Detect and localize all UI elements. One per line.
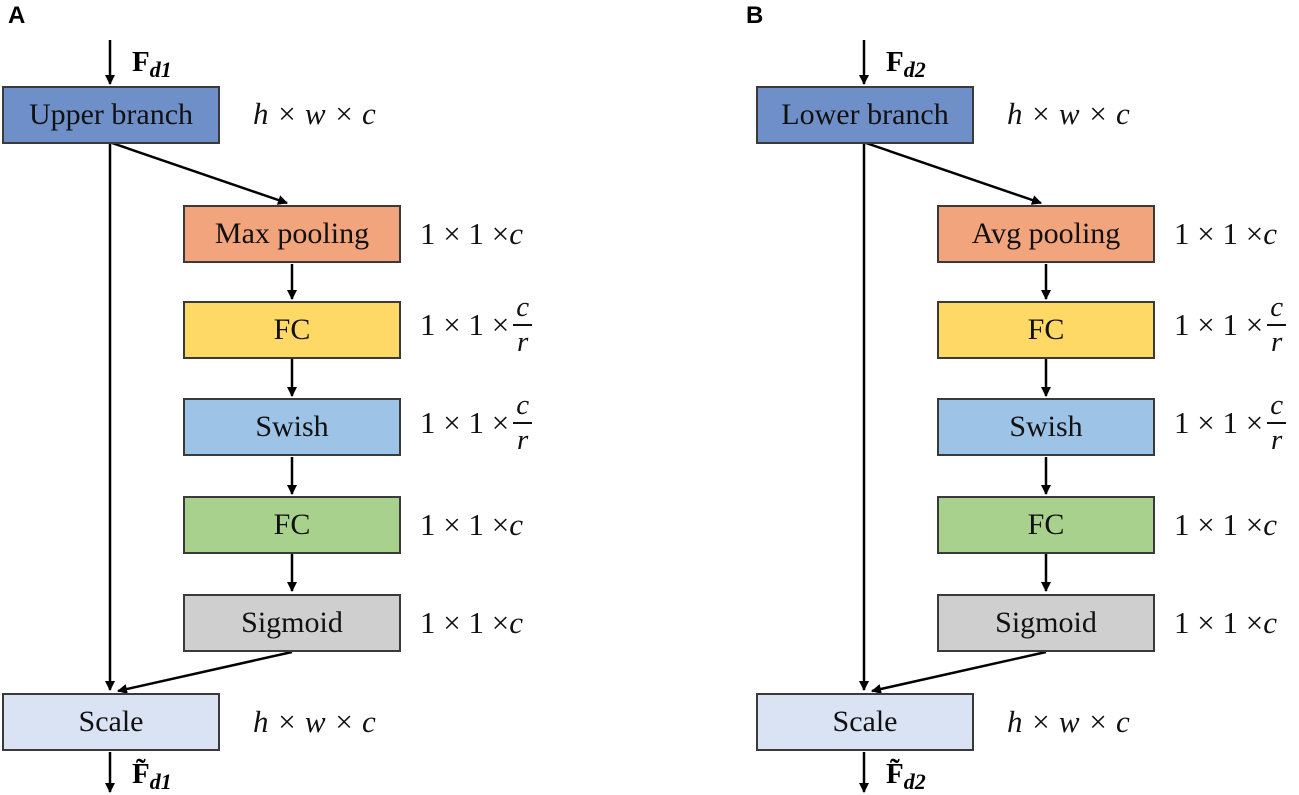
sigmoid-dim: 1 × 1 × c <box>420 605 523 640</box>
sigmoid-label: Sigmoid <box>241 606 343 639</box>
fc-box-2: FC <box>937 496 1155 554</box>
output-signal-main: F̃ <box>132 758 150 790</box>
panel-label: B <box>746 2 764 29</box>
scale-label: Scale <box>78 705 144 738</box>
output-signal-label: F̃d2 <box>886 758 926 795</box>
panel-label: A <box>8 2 26 29</box>
swish-label: Swish <box>255 410 329 443</box>
lower-branch-dim: h × w × c <box>1007 96 1130 131</box>
fc-label-2: FC <box>1027 508 1065 541</box>
sigmoid-box: Sigmoid <box>937 594 1155 652</box>
sigmoid-box: Sigmoid <box>183 594 401 652</box>
fc-label-1: FC <box>1027 313 1065 346</box>
branch-arrow <box>111 141 288 205</box>
scale-label: Scale <box>832 705 898 738</box>
fc-2-dim: 1 × 1 × c <box>420 507 523 542</box>
connector-layer <box>859 40 1051 793</box>
input-signal-label: Fd1 <box>132 46 172 83</box>
output-signal-label: F̃d1 <box>132 758 172 795</box>
input-signal-sub: d1 <box>149 57 172 82</box>
fc-2-dim: 1 × 1 × c <box>1174 507 1277 542</box>
swish-box: Swish <box>183 398 401 456</box>
sigmoid-label: Sigmoid <box>995 606 1097 639</box>
lower-branch-box: Lower branch <box>756 86 974 144</box>
panel-a: A Fd1 Upper branch h × w × c Max pooling… <box>0 0 640 795</box>
upper-branch-dim: h × w × c <box>253 96 376 131</box>
input-signal-main: F <box>132 46 150 78</box>
upper-branch-box: Upper branch <box>2 86 220 144</box>
connector-layer <box>105 40 297 793</box>
sigmoid-dim: 1 × 1 × c <box>1174 605 1277 640</box>
scale-box: Scale <box>2 693 220 751</box>
input-signal-label: Fd2 <box>886 46 926 83</box>
sigmoid-to-scale-arrow <box>871 650 1047 694</box>
max-pooling-dim: 1 × 1 × c <box>420 216 523 251</box>
input-signal-sub: d2 <box>903 57 926 82</box>
fc-label-1: FC <box>273 313 311 346</box>
fc-label-2: FC <box>273 508 311 541</box>
max-pooling-box: Max pooling <box>183 205 401 263</box>
avg-pooling-dim: 1 × 1 × c <box>1174 216 1277 251</box>
output-signal-sub: d2 <box>903 769 926 794</box>
lower-branch-label: Lower branch <box>781 98 949 131</box>
fc-box-1: FC <box>183 301 401 359</box>
avg-pooling-box: Avg pooling <box>937 205 1155 263</box>
fc-box-1: FC <box>937 301 1155 359</box>
swish-label: Swish <box>1009 410 1083 443</box>
panel-b: B Fd2 Lower branch h × w × c Avg pooling… <box>746 0 1299 795</box>
max-pooling-label: Max pooling <box>214 217 370 250</box>
input-signal-main: F <box>886 46 904 78</box>
scale-dim: h × w × c <box>253 704 376 739</box>
upper-branch-label: Upper branch <box>28 98 194 131</box>
output-signal-main: F̃ <box>886 758 904 790</box>
output-signal-sub: d1 <box>149 769 172 794</box>
scale-box: Scale <box>756 693 974 751</box>
scale-dim: h × w × c <box>1007 704 1130 739</box>
avg-pooling-label: Avg pooling <box>971 217 1121 250</box>
sigmoid-to-scale-arrow <box>117 650 293 694</box>
branch-arrow <box>865 141 1042 205</box>
swish-box: Swish <box>937 398 1155 456</box>
fc-box-2: FC <box>183 496 401 554</box>
